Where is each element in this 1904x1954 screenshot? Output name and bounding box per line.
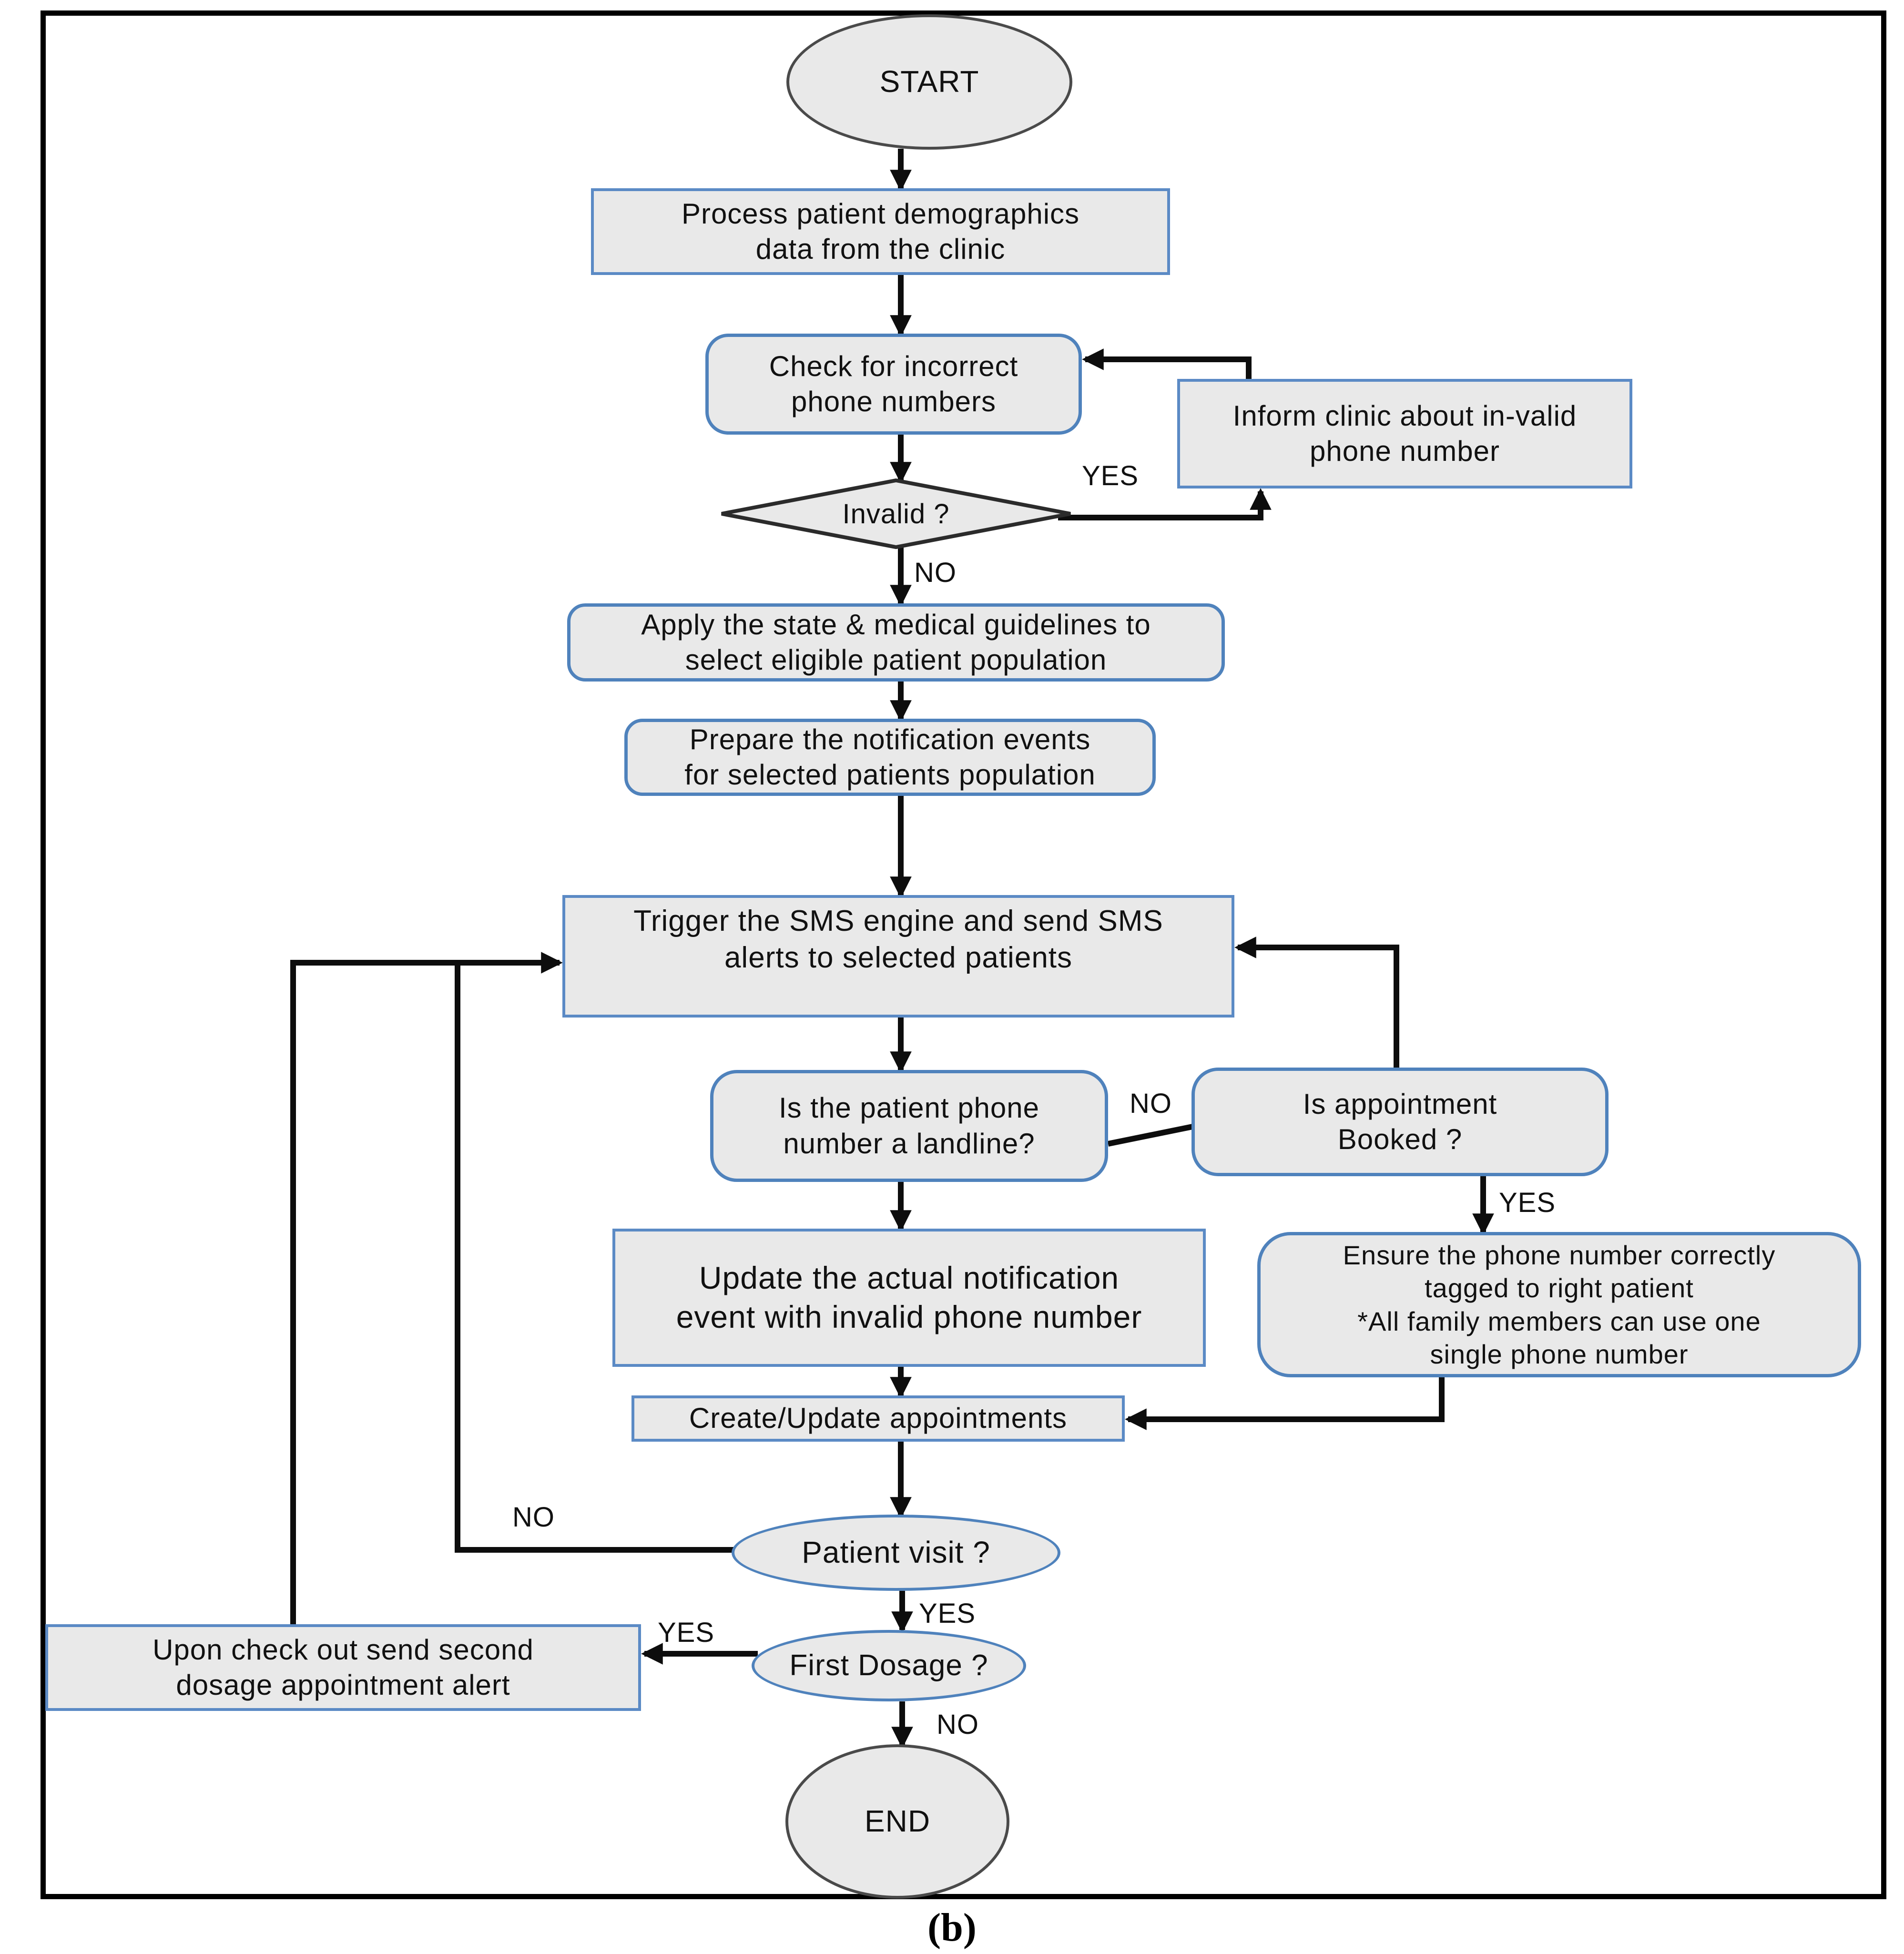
edge-landline-no-booked (1107, 1124, 1193, 1147)
node-invalid-label: Invalid ? (842, 499, 950, 529)
node-ensure-label: Ensure the phone number correctly tagged… (1343, 1240, 1776, 1369)
label-visit-yes: YES (919, 1598, 976, 1629)
node-first-dosage: First Dosage ? (752, 1630, 1026, 1701)
node-apply-guidelines: Apply the state & medical guidelines to … (567, 603, 1225, 682)
node-create-appointments: Create/Update appointments (631, 1395, 1125, 1442)
node-prepare-notifications: Prepare the notification events for sele… (624, 719, 1156, 796)
node-update-label: Update the actual notification event wit… (676, 1260, 1142, 1334)
node-apply-label: Apply the state & medical guidelines to … (641, 608, 1151, 676)
edge-ensure-create (1125, 1377, 1445, 1430)
node-start-label: START (879, 64, 979, 99)
node-trigger-sms: Trigger the SMS engine and send SMS aler… (562, 895, 1234, 1018)
node-appointment-booked: Is appointment Booked ? (1191, 1068, 1609, 1176)
node-end: END (785, 1744, 1009, 1899)
node-start: START (786, 14, 1072, 150)
node-inform-clinic: Inform clinic about in-valid phone numbe… (1177, 379, 1632, 488)
node-process-demographics: Process patient demographics data from t… (591, 188, 1170, 275)
node-patient-visit-label: Patient visit ? (802, 1535, 990, 1570)
node-landline-label: Is the patient phone number a landline? (778, 1092, 1040, 1160)
label-booked-yes: YES (1499, 1187, 1556, 1218)
node-check-phone-numbers: Check for incorrect phone numbers (705, 334, 1082, 435)
node-inform-label: Inform clinic about in-valid phone numbe… (1232, 399, 1577, 467)
edge-booked-trigger-loop (1234, 936, 1399, 1068)
label-invalid-no: NO (914, 557, 957, 588)
label-dosage-yes: YES (658, 1617, 715, 1648)
edge-invalid-yes-inform (1058, 488, 1272, 520)
edge-inform-check (1082, 348, 1252, 379)
label-invalid-yes: YES (1082, 460, 1139, 491)
node-create-label: Create/Update appointments (689, 1402, 1068, 1435)
node-first-dosage-label: First Dosage ? (789, 1649, 988, 1682)
edge-visit-no-loop (455, 963, 737, 1553)
node-update-notification: Update the actual notification event wit… (612, 1229, 1206, 1367)
node-check-label: Check for incorrect phone numbers (769, 350, 1018, 417)
node-process-label: Process patient demographics data from t… (681, 197, 1080, 265)
label-landline-no: NO (1130, 1088, 1172, 1119)
edge-checkout-trigger-loop (290, 952, 563, 1624)
node-end-label: END (864, 1804, 931, 1839)
node-booked-label: Is appointment Booked ? (1303, 1088, 1497, 1155)
node-landline-question: Is the patient phone number a landline? (710, 1070, 1108, 1182)
label-visit-no: NO (512, 1502, 555, 1533)
label-dosage-no: NO (937, 1709, 979, 1740)
node-invalid-question: Invalid ? (782, 497, 1010, 531)
node-checkout-second-dosage-alert: Upon check out send second dosage appoin… (45, 1624, 641, 1711)
figure-caption: (b) (927, 1905, 977, 1950)
figure-border (41, 10, 1886, 1899)
node-patient-visit: Patient visit ? (732, 1515, 1060, 1591)
node-checkout-label: Upon check out send second dosage appoin… (153, 1633, 534, 1701)
invalid-decision-diamond (721, 478, 1071, 550)
node-prepare-label: Prepare the notification events for sele… (684, 723, 1096, 791)
node-trigger-label: Trigger the SMS engine and send SMS aler… (633, 904, 1163, 974)
node-ensure-phone-tagged: Ensure the phone number correctly tagged… (1257, 1232, 1861, 1377)
